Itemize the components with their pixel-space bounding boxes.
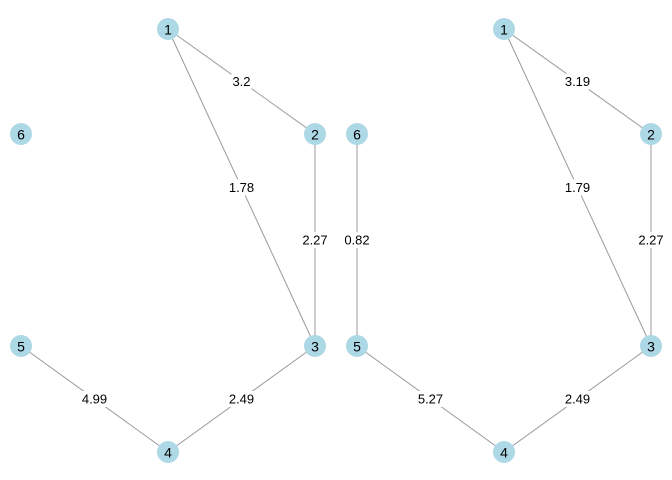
edge-labels: 3.19 1.79 2.27 2.49 5.27 0.82 <box>343 73 665 407</box>
edge-label-bg <box>227 179 256 196</box>
node-circle <box>346 123 368 145</box>
edge-weight-label: 2.49 <box>229 392 254 407</box>
node-1: 1 <box>157 18 179 40</box>
node-3: 3 <box>640 335 662 357</box>
node-label: 6 <box>17 127 25 143</box>
node-circle <box>493 18 515 40</box>
edge-label-bg <box>343 232 371 248</box>
node-1: 1 <box>493 18 515 40</box>
edge-label-bg <box>563 179 592 196</box>
node-label: 3 <box>647 339 655 355</box>
edge-weight-label: 3.19 <box>565 74 590 89</box>
node-2: 2 <box>304 123 326 145</box>
node-label: 1 <box>164 22 172 38</box>
node-label: 4 <box>164 445 172 461</box>
edge-weight-label: 0.82 <box>344 233 369 248</box>
graph-left: 3.2 1.78 2.27 2.49 4.99 1 2 3 4 5 6 <box>10 18 329 463</box>
edge-label-bg <box>563 391 592 407</box>
node-label: 2 <box>647 127 655 143</box>
node-circle <box>640 335 662 357</box>
node-label: 6 <box>353 127 361 143</box>
node-circle <box>493 441 515 463</box>
edge-label-bg <box>563 73 592 90</box>
edges <box>20 28 316 453</box>
graph-right: 3.19 1.79 2.27 2.49 5.27 0.82 1 2 3 4 5 6 <box>343 18 665 463</box>
edges <box>356 28 652 453</box>
node-label: 1 <box>500 22 508 38</box>
edge-weight-label: 2.49 <box>565 392 590 407</box>
node-circle <box>346 335 368 357</box>
node-4: 4 <box>493 441 515 463</box>
edge-weight-label: 3.2 <box>232 74 250 89</box>
node-circle <box>304 335 326 357</box>
node-3: 3 <box>304 335 326 357</box>
node-circle <box>304 123 326 145</box>
node-circle <box>157 18 179 40</box>
node-circle <box>640 123 662 145</box>
edge-label-bg <box>301 232 329 248</box>
edge-label-bg <box>231 73 252 90</box>
edge-weight-label: 2.27 <box>638 233 663 248</box>
node-label: 3 <box>311 339 319 355</box>
node-6: 6 <box>346 123 368 145</box>
node-5: 5 <box>346 335 368 357</box>
edge-weight-label: 4.99 <box>82 392 107 407</box>
edge-label-bg <box>416 391 445 407</box>
edge-weight-label: 1.78 <box>229 180 254 195</box>
node-label: 2 <box>311 127 319 143</box>
node-6: 6 <box>10 123 32 145</box>
edge-label-bg <box>637 232 665 248</box>
node-label: 5 <box>17 339 25 355</box>
nodes: 1 2 3 4 5 6 <box>346 18 662 463</box>
node-label: 5 <box>353 339 361 355</box>
edge-label-bg <box>80 391 109 407</box>
node-5: 5 <box>10 335 32 357</box>
edge-labels: 3.2 1.78 2.27 2.49 4.99 <box>80 73 329 407</box>
nodes: 1 2 3 4 5 6 <box>10 18 326 463</box>
edge-weight-label: 5.27 <box>418 392 443 407</box>
node-circle <box>157 441 179 463</box>
node-label: 4 <box>500 445 508 461</box>
node-4: 4 <box>157 441 179 463</box>
node-circle <box>10 123 32 145</box>
node-2: 2 <box>640 123 662 145</box>
edge-weight-label: 1.79 <box>565 180 590 195</box>
edge-weight-label: 2.27 <box>302 233 327 248</box>
node-circle <box>10 335 32 357</box>
edge-label-bg <box>227 391 256 407</box>
